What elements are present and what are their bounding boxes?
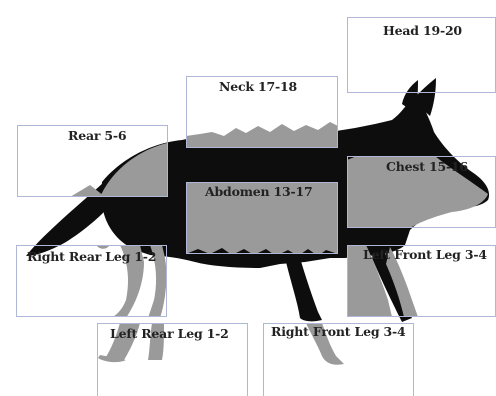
rear-label: Rear 5-6 [68, 128, 126, 143]
neck-label: Neck 17-18 [219, 79, 297, 94]
right-front-leg-label: Right Front Leg 3-4 [271, 324, 406, 339]
chest-label: Chest 15-16 [386, 159, 468, 174]
left-rear-leg-label: Left Rear Leg 1-2 [110, 326, 229, 341]
head-label: Head 19-20 [383, 23, 462, 38]
abdomen-label: Abdomen 13-17 [205, 184, 313, 199]
left-front-leg-label: Left Front Leg 3-4 [363, 247, 487, 262]
right-rear-leg-label: Right Rear Leg 1-2 [27, 249, 156, 264]
